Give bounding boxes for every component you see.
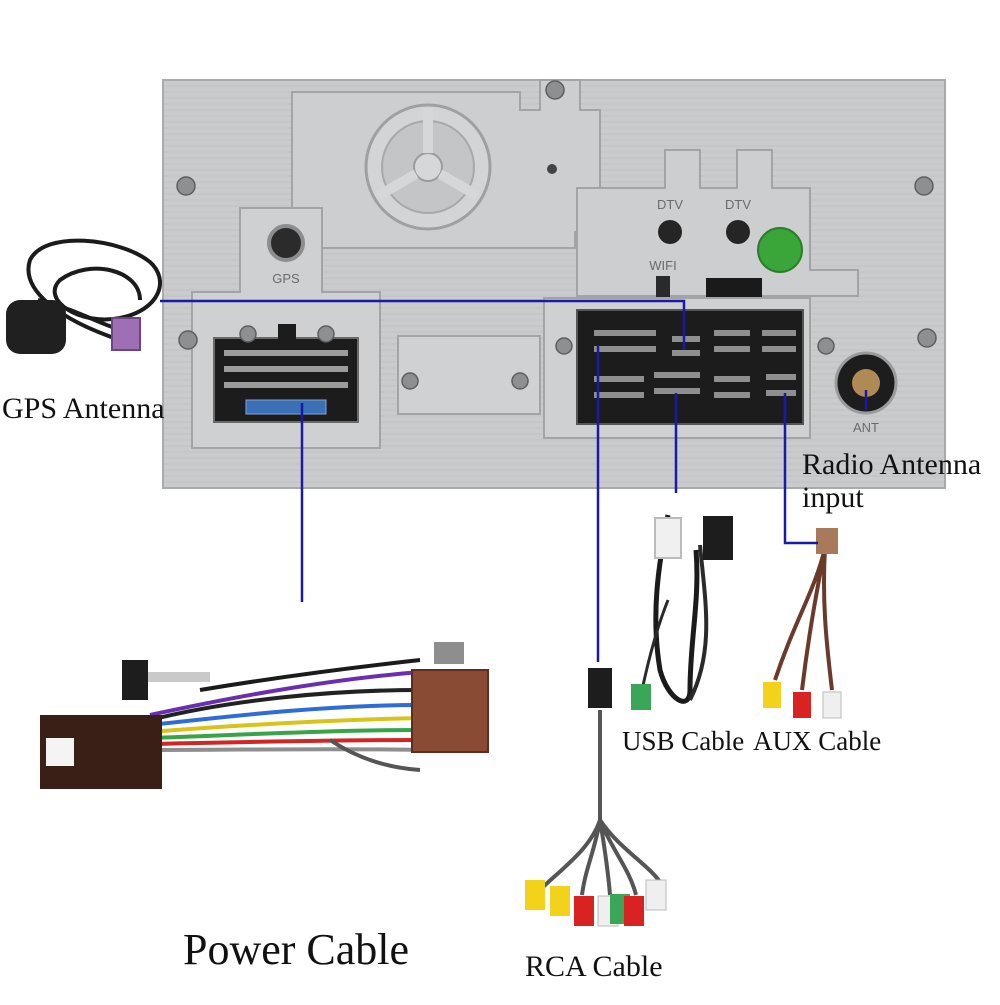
radio-antenna-label: Radio Antenna input: [802, 448, 981, 514]
usb-cable-image: [631, 514, 733, 710]
ant-label: ANT: [853, 420, 879, 435]
aux-yellow-rca-icon: [763, 682, 781, 708]
aux-red-rca-icon: [793, 692, 811, 718]
usb-cable-label: USB Cable: [622, 726, 745, 756]
aux-connector-line: [783, 393, 818, 545]
power-socket: [213, 324, 359, 423]
grey-connector-icon: [434, 642, 464, 664]
gps-port-icon: [267, 224, 305, 262]
radio-antenna-label-line1: Radio Antenna: [802, 448, 982, 481]
iso-connector-icon: [411, 669, 489, 753]
gps-puck-icon: [6, 300, 66, 354]
qr-label-icon: [46, 738, 74, 766]
dtv-right-label: DTV: [725, 197, 751, 212]
wifi-label: WIFI: [649, 258, 676, 273]
fan-vent-icon: [364, 103, 492, 231]
screw-hole: [547, 164, 557, 174]
aux-plug-icon: [816, 528, 838, 554]
rca-connectors: [525, 879, 667, 927]
wifi-antenna-icon: [656, 276, 670, 302]
radio-antenna-pin: [852, 369, 880, 397]
dtv-right-port-icon: [726, 220, 750, 244]
dtv-left-label: DTV: [657, 197, 683, 212]
fakra-plug-icon: [111, 317, 141, 351]
rca-cable-image: [525, 668, 667, 927]
aux-white-rca-icon: [822, 691, 842, 719]
gps-connector-line: [160, 299, 686, 350]
screws: [176, 80, 937, 390]
power-cable-image: [40, 642, 489, 789]
usb-rca-green-icon: [631, 684, 651, 710]
usb-socket-icon: [703, 516, 733, 560]
connector-pins: [594, 330, 796, 398]
rca-plug-icon: [588, 668, 612, 708]
gps-antenna-label: GPS Antenna: [2, 392, 165, 425]
eco-badge-icon: [757, 227, 803, 273]
antenna-adapter-icon: [122, 660, 148, 700]
power-cable-label: Power Cable: [183, 925, 410, 974]
head-unit-rear-panel: GPS DTV DTV WIFI: [162, 79, 946, 489]
dtv-left-port-icon: [658, 220, 682, 244]
dtv-slot: [706, 278, 762, 298]
connector-block: [576, 309, 804, 425]
antenna-plug-icon: [148, 672, 210, 682]
aux-cable-label: AUX Cable: [753, 726, 882, 756]
gps-port-label: GPS: [272, 271, 300, 286]
connector-lines: [160, 299, 868, 662]
rca-cable-label: RCA Cable: [525, 950, 663, 983]
gps-antenna-image: [6, 238, 162, 354]
aux-cable-image: [763, 528, 842, 719]
usb-plug-icon: [654, 517, 682, 559]
radio-antenna-label-line2: input: [802, 481, 864, 514]
